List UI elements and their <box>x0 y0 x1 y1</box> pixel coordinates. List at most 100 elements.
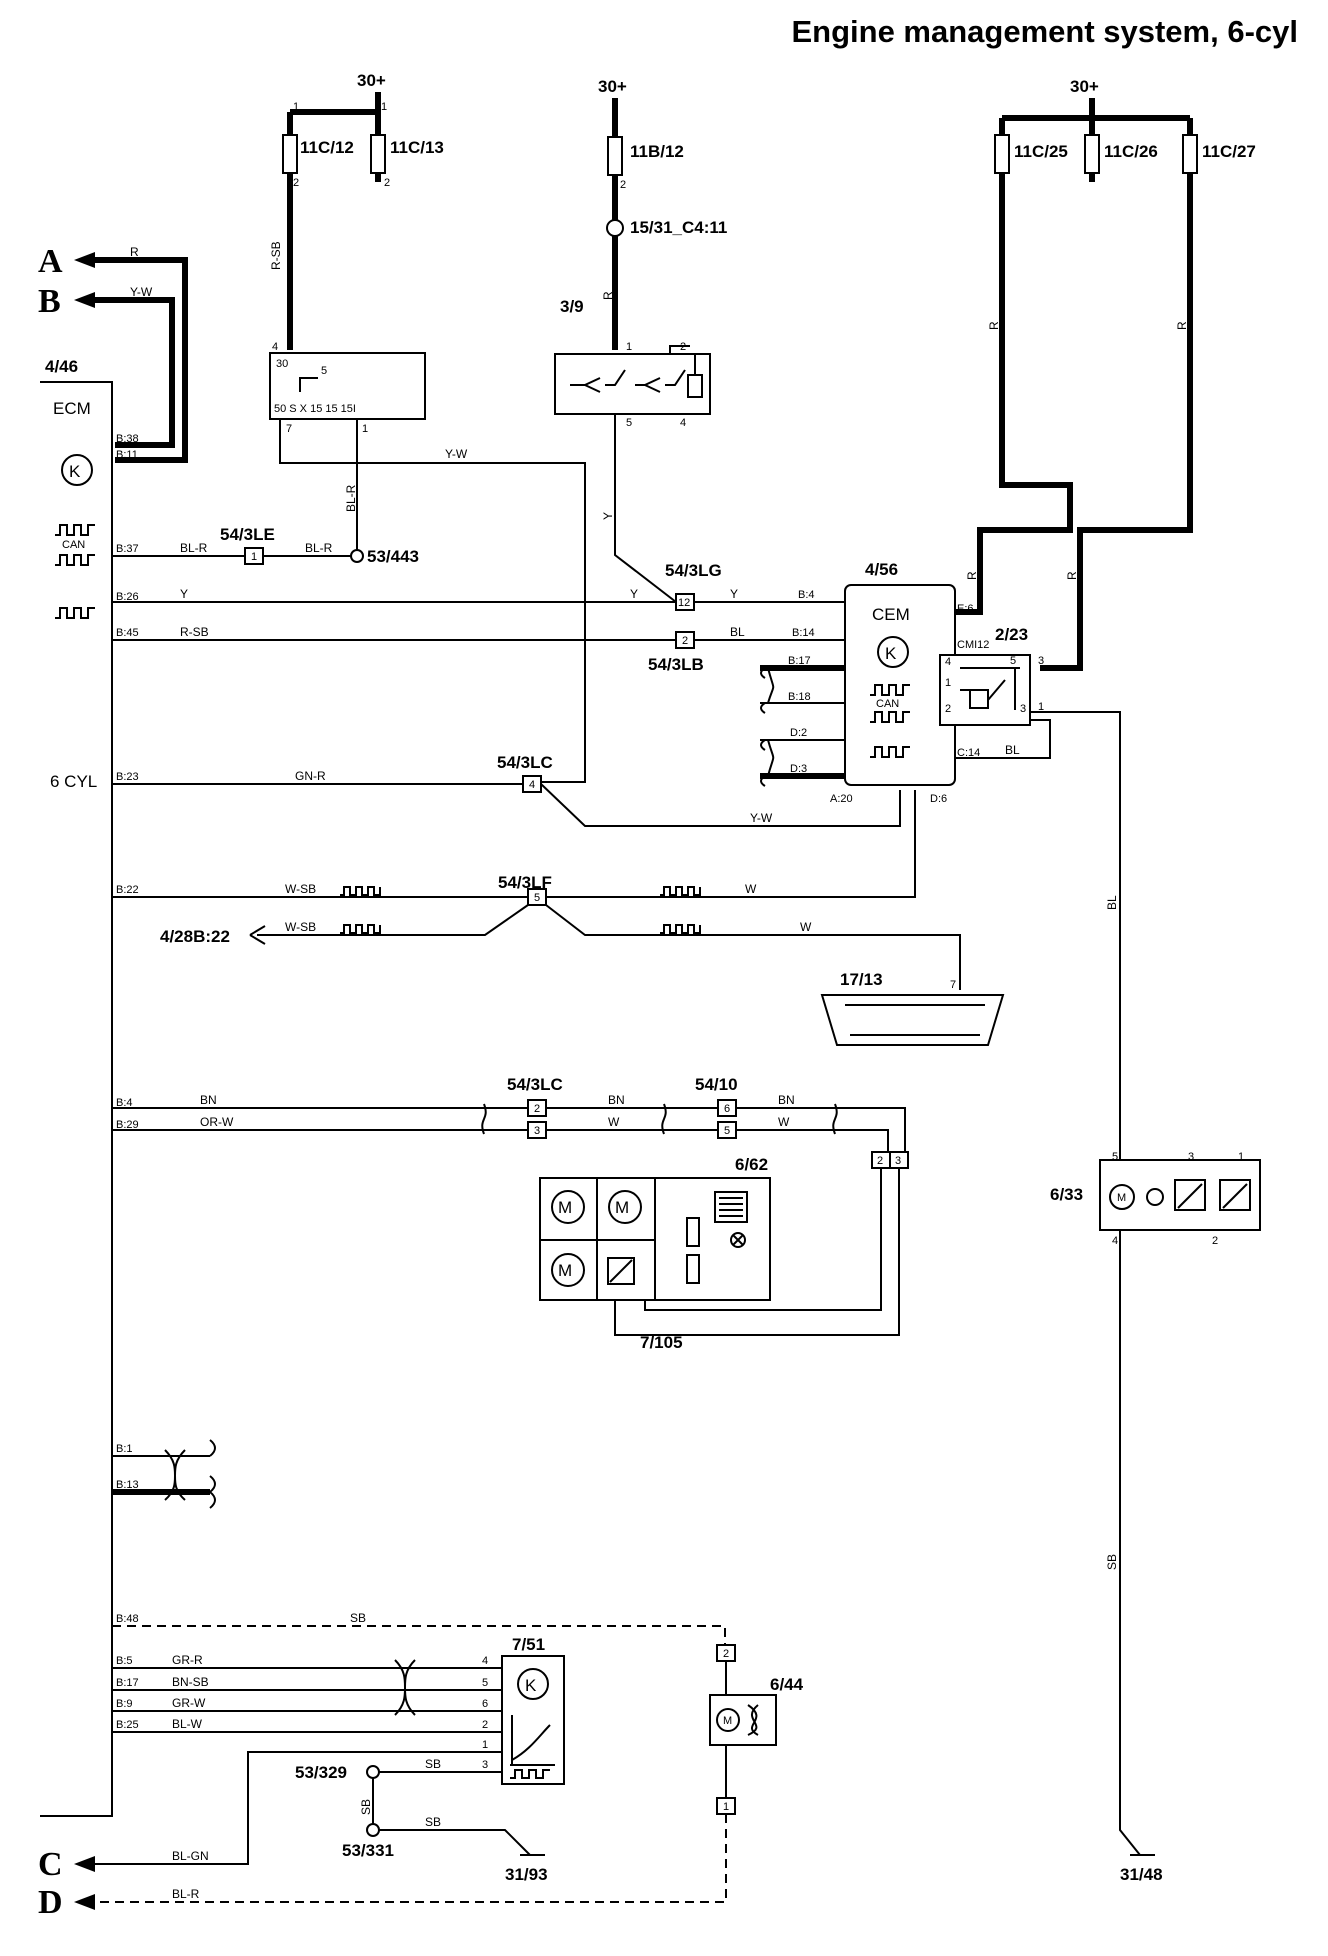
svg-text:3: 3 <box>895 1155 901 1167</box>
svg-text:5: 5 <box>1010 655 1016 667</box>
fuse-label-11b12: 11B/12 <box>630 142 684 161</box>
svg-text:BN: BN <box>200 1093 217 1107</box>
ecm-label: ECM <box>53 399 91 418</box>
svg-text:W: W <box>745 882 757 896</box>
svg-text:7: 7 <box>950 979 956 991</box>
svg-text:SB: SB <box>350 1611 366 1625</box>
svg-text:R-SB: R-SB <box>180 625 209 639</box>
fan-id: 6/44 <box>770 1675 804 1694</box>
wire-label-r1: R <box>601 291 615 300</box>
ecm-pin-b45: B:45 <box>116 627 139 639</box>
cem-id: 4/56 <box>865 560 898 579</box>
letter-b: B <box>38 283 61 320</box>
splice-label-329: 53/329 <box>295 1763 347 1782</box>
letter-a: A <box>38 243 63 280</box>
svg-text:4: 4 <box>1112 1235 1118 1247</box>
svg-text:GN-R: GN-R <box>295 769 326 783</box>
ecm-id: 4/46 <box>45 357 78 376</box>
ecm-pin-b11: B:11 <box>116 449 138 461</box>
knock-lines <box>112 1439 216 1509</box>
splice-53-331 <box>366 1823 380 1837</box>
diag-can-line: 54/3LF 5 W-SB W 4/28B:22 W-SB W <box>112 790 961 990</box>
svg-text:4: 4 <box>529 779 535 791</box>
sensor-label-7-105: 7/105 <box>640 1333 683 1352</box>
ecm-module: 4/46 ECM K CAN 6 CYL B:38 B:11 B:37 B:26… <box>40 357 139 1817</box>
svg-text:Y-W: Y-W <box>750 811 773 825</box>
fuse-label-11c27: 11C/27 <box>1202 142 1256 161</box>
connector-label-lc2: 54/3LC <box>507 1075 563 1094</box>
connector-54-3lb <box>675 631 695 649</box>
svg-text:1: 1 <box>362 423 368 435</box>
wire-label-sb-ground: SB <box>1105 1554 1119 1570</box>
svg-text:GR-R: GR-R <box>172 1653 203 1667</box>
svg-text:D:3: D:3 <box>790 763 807 775</box>
svg-text:Y: Y <box>630 587 638 601</box>
supply-label-3: 30+ <box>1070 77 1099 96</box>
obd-id: 17/13 <box>840 970 883 989</box>
svg-text:1: 1 <box>251 551 257 563</box>
wire-label-ywb: Y-W <box>130 285 153 299</box>
svg-text:5: 5 <box>321 365 327 377</box>
wire-label-bl-pump: BL <box>1105 895 1119 910</box>
svg-text:GR-W: GR-W <box>172 1696 206 1710</box>
connector-54-3le <box>244 547 264 565</box>
ecm-pin-b22: B:22 <box>116 884 139 896</box>
ground-label-31-93: 31/93 <box>505 1865 548 1884</box>
svg-text:Y: Y <box>730 587 738 601</box>
ecm-cyl-label: 6 CYL <box>50 772 97 791</box>
svg-text:M: M <box>1117 1192 1126 1204</box>
ecm-pin-b13: B:13 <box>116 1479 139 1491</box>
ground-label-31-48: 31/48 <box>1120 1865 1163 1884</box>
svg-text:2: 2 <box>482 1719 488 1731</box>
svg-text:W: W <box>608 1115 620 1129</box>
supply-label-1: 30+ <box>357 71 386 90</box>
ecm-pin-b4: B:4 <box>116 1097 133 1109</box>
svg-text:30: 30 <box>276 358 288 370</box>
svg-text:7: 7 <box>286 423 292 435</box>
svg-text:M: M <box>615 1198 629 1217</box>
svg-text:2: 2 <box>682 635 688 647</box>
switch-id: 3/9 <box>560 297 584 316</box>
connector-54-3lg <box>675 593 695 611</box>
svg-text:5: 5 <box>534 892 540 904</box>
fuse-group-mid: 30+ 11B/12 15/31_C4:11 R 2 <box>598 77 727 350</box>
relay-2-23: 2/23 4 5 1 2 3 3 1 BL BL <box>939 625 1121 1180</box>
fuse-11c12 <box>282 134 298 174</box>
svg-text:3: 3 <box>1038 655 1044 667</box>
fuse-11c27 <box>1182 134 1198 174</box>
wire-label-yw1: Y-W <box>445 447 468 461</box>
fan-circuit: SB 2 M 6/44 1 <box>95 1611 804 1903</box>
page-title: Engine management system, 6-cyl <box>791 14 1298 49</box>
svg-text:2: 2 <box>384 177 390 189</box>
svg-text:W: W <box>800 920 812 934</box>
pump-id: 6/33 <box>1050 1185 1083 1204</box>
svg-text:1: 1 <box>1238 1151 1244 1163</box>
ecm-pin-b9: B:9 <box>116 1698 133 1710</box>
ecm-can-label: CAN <box>62 539 85 551</box>
splice-53-443 <box>350 549 364 563</box>
svg-text:D:2: D:2 <box>790 727 807 739</box>
throttle-id: 6/62 <box>735 1155 768 1174</box>
throttle-unit: 6/62 M M M 7/105 <box>539 1155 771 1352</box>
svg-text:SB: SB <box>359 1799 373 1815</box>
svg-text:BL-R: BL-R <box>305 541 333 555</box>
svg-text:1: 1 <box>1038 701 1044 713</box>
ecm-pin-b23: B:23 <box>116 771 139 783</box>
obd-shape <box>820 994 1005 1046</box>
svg-text:4: 4 <box>482 1655 488 1667</box>
svg-text:2: 2 <box>620 179 626 191</box>
fuse-11c26 <box>1084 134 1100 174</box>
svg-text:4: 4 <box>945 656 951 668</box>
svg-text:1: 1 <box>482 1739 488 1751</box>
relay-id: 2/23 <box>995 625 1028 644</box>
svg-text:2: 2 <box>877 1155 883 1167</box>
connector-label-lg: 54/3LG <box>665 561 722 580</box>
svg-text:2: 2 <box>534 1103 540 1115</box>
svg-text:B:14: B:14 <box>792 627 815 639</box>
svg-text:2: 2 <box>1212 1235 1218 1247</box>
fuse-label-11c12: 11C/12 <box>300 138 354 157</box>
svg-text:C:14: C:14 <box>957 747 980 759</box>
